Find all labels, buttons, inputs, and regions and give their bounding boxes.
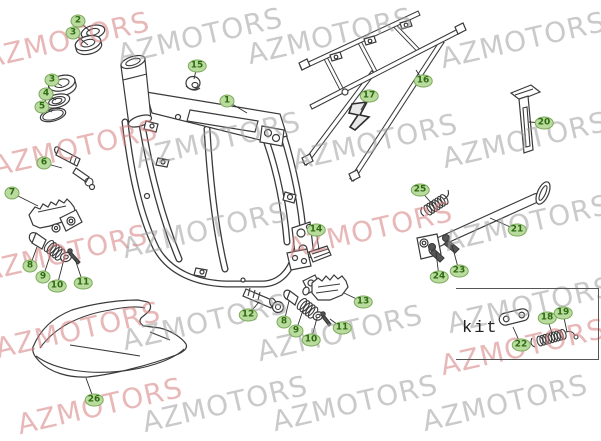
part-callout-20: 20 <box>534 116 554 130</box>
z-bracket <box>347 100 371 131</box>
footpeg-left-drawing <box>28 146 96 265</box>
part-callout-16: 16 <box>413 74 433 88</box>
footpeg-right-drawing <box>242 245 349 327</box>
part-callout-9: 9 <box>288 324 304 338</box>
kit-box <box>456 288 599 360</box>
part-callout-14: 14 <box>306 223 326 237</box>
part-callout-23: 23 <box>449 264 469 278</box>
kit-label: kit <box>462 319 499 338</box>
stand-bolts <box>427 233 460 263</box>
part-callout-24: 24 <box>429 270 449 284</box>
part-callout-5: 5 <box>34 100 50 114</box>
part-callout-6: 6 <box>36 156 52 170</box>
part-callout-8: 8 <box>22 259 38 273</box>
part-callout-15: 15 <box>187 59 207 73</box>
part-callout-22: 22 <box>511 338 531 352</box>
kit-parts-drawing <box>498 308 579 348</box>
stand-spring <box>420 189 451 217</box>
part-callout-21: 21 <box>507 223 527 237</box>
part-callout-18: 18 <box>537 311 557 325</box>
parts-diagram-svg <box>11 0 579 401</box>
part-callout-10: 10 <box>47 279 67 293</box>
part-callout-4: 4 <box>38 87 54 101</box>
part-callout-7: 7 <box>4 186 20 200</box>
frame-drawing <box>120 54 315 284</box>
part-callout-10: 10 <box>301 333 321 347</box>
part-callout-13: 13 <box>353 295 373 309</box>
part-callout-2: 2 <box>70 14 86 28</box>
part-callout-12: 12 <box>238 308 258 322</box>
part-callout-26: 26 <box>84 393 104 407</box>
part-callout-11: 11 <box>73 276 93 290</box>
part-callout-19: 19 <box>553 306 573 320</box>
part-callout-11: 11 <box>332 321 352 335</box>
side-stand-drawing <box>416 181 551 263</box>
part-callout-9: 9 <box>35 270 51 284</box>
part-callout-3: 3 <box>44 73 60 87</box>
part-callout-17: 17 <box>359 89 379 103</box>
part-callout-8: 8 <box>276 315 292 329</box>
part-callout-25: 25 <box>410 183 430 197</box>
stand-tool-drawing <box>509 84 542 154</box>
seat-drawing <box>32 299 188 378</box>
part-callout-1: 1 <box>219 94 235 108</box>
head-tube <box>120 54 153 128</box>
subframe-drawing <box>298 14 467 182</box>
part-callout-3: 3 <box>65 26 81 40</box>
